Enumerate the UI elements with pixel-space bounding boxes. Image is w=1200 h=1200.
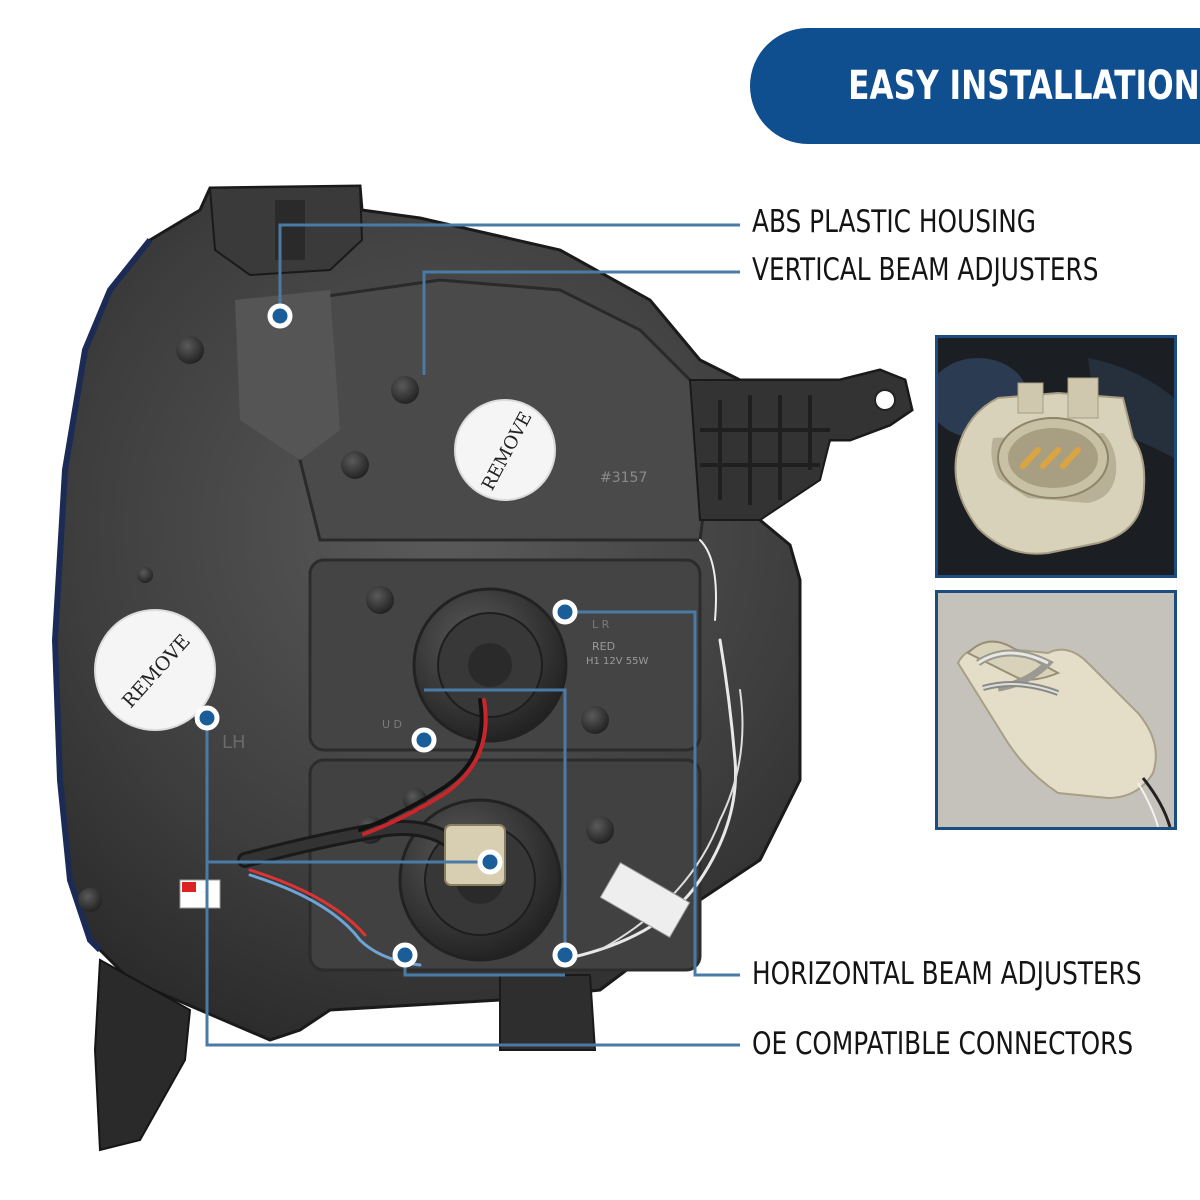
callout-dot-vertical bbox=[411, 727, 437, 753]
callout-dot-horizontal-bottom bbox=[552, 942, 578, 968]
callout-dot-housing bbox=[267, 303, 293, 329]
connector-inset-photo bbox=[935, 335, 1177, 578]
label-abs-housing: ABS PLASTIC HOUSING bbox=[752, 204, 1037, 240]
bulb-socket-photo-icon bbox=[938, 593, 1174, 827]
high-beam-cap bbox=[412, 587, 568, 743]
remove-sticker-top: REMOVE bbox=[454, 399, 556, 501]
label-oe-connectors: OE COMPATIBLE CONNECTORS bbox=[752, 1026, 1134, 1062]
high-beam-spec: H1 12V 55W bbox=[586, 656, 649, 667]
banner-title: EASY INSTALLATION bbox=[848, 63, 1200, 109]
callout-lines bbox=[205, 223, 740, 1047]
high-beam-mark: RED bbox=[592, 640, 615, 653]
socket-inset-photo bbox=[935, 590, 1177, 830]
bulb-code: #3157 bbox=[600, 470, 647, 486]
remove-sticker-left: REMOVE bbox=[94, 609, 216, 731]
callout-dot-connector-main bbox=[477, 849, 503, 875]
callout-dot-horizontal-left bbox=[392, 942, 418, 968]
label-vertical-adjusters: VERTICAL BEAM ADJUSTERS bbox=[752, 252, 1099, 288]
label-horizontal-adjusters: HORIZONTAL BEAM ADJUSTERS bbox=[752, 956, 1142, 992]
connector-photo-icon bbox=[938, 338, 1174, 575]
ud-mark: U D bbox=[382, 718, 402, 731]
callout-dots bbox=[194, 303, 578, 968]
title-banner: EASY INSTALLATION bbox=[750, 28, 1200, 144]
callout-dot-connector-left bbox=[194, 705, 220, 731]
side-mark: LH bbox=[222, 732, 246, 753]
lr-mark: L R bbox=[592, 618, 610, 631]
callout-dot-horizontal-top bbox=[552, 599, 578, 625]
